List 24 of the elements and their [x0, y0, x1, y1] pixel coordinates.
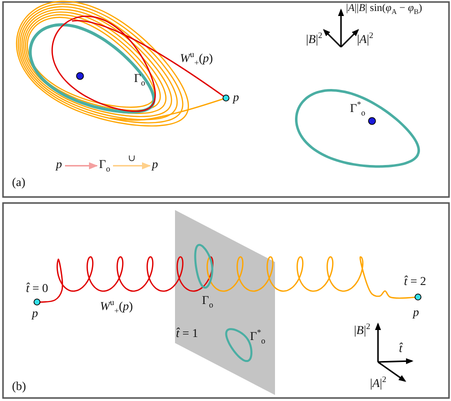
arrow — [113, 162, 151, 170]
math-label: |A||B| sin(φ$_{A}$ − φ$_{B}$) — [346, 3, 422, 15]
math-label: t̂ = 0 — [26, 282, 48, 296]
math-label: t̂ = 1 — [176, 327, 198, 340]
math-label: p — [152, 158, 158, 172]
math-label: Γ$_{o}$ — [99, 158, 110, 172]
math-label: |A|$^{2}$ — [370, 377, 386, 390]
math-label: p — [56, 158, 62, 172]
math-label: p — [32, 307, 38, 320]
math-label: W$^{u}$$_{+}$(p) — [180, 52, 213, 66]
math-label: |B|$^{2}$ — [306, 33, 322, 46]
math-label: Γ$_{o}$ — [202, 294, 214, 308]
panel-label: (a) — [12, 176, 26, 190]
math-label: t̂ — [399, 342, 402, 356]
math-label: t̂ = 2 — [404, 275, 426, 288]
arrow — [65, 162, 98, 170]
math-label: |B|$^{2}$ — [354, 324, 370, 338]
math-label: W$^{u}$$_{+}$(p) — [100, 300, 133, 314]
math-label: Γ$_{o}$ — [134, 72, 146, 86]
panel-label: (b) — [12, 380, 26, 394]
math-label: p — [233, 91, 239, 104]
math-label: p — [413, 306, 419, 320]
math-label: |A|$^{2}$ — [357, 33, 374, 46]
edge-label: ∪ — [128, 154, 136, 164]
